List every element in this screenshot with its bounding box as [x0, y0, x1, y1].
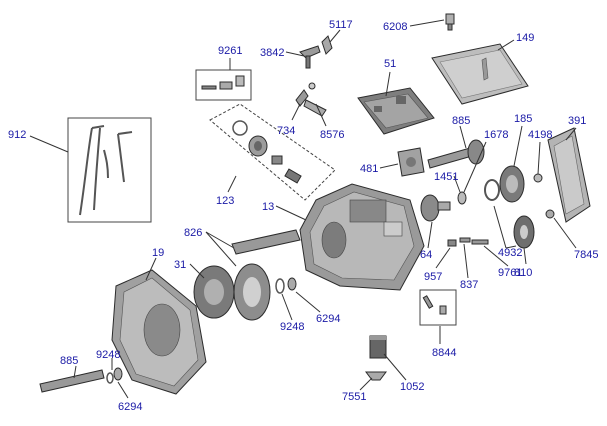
label-31: 31 — [174, 259, 186, 271]
label-734: 734 — [277, 125, 295, 137]
part-9248-washer — [275, 278, 285, 294]
label-123: 123 — [216, 195, 234, 207]
part-7551-cap — [365, 371, 387, 381]
leader-lines — [29, 19, 577, 399]
label-19: 19 — [152, 247, 164, 259]
part-9761-rod — [471, 239, 489, 245]
label-5117: 5117 — [329, 19, 353, 31]
part-6294-washer-lower — [113, 367, 123, 381]
part-837-pin — [459, 237, 471, 243]
part-9261-small-parts — [201, 75, 245, 90]
part-7845-plug — [545, 209, 555, 219]
label-6208: 6208 — [383, 21, 407, 33]
part-6294-washer — [287, 277, 297, 291]
part-ring-gear — [233, 263, 271, 321]
part-8576-pin — [303, 82, 327, 117]
label-9261: 9261 — [218, 45, 242, 57]
part-885-shaft-lower — [39, 369, 105, 393]
label-1678: 1678 — [484, 129, 508, 141]
wire-harness-callout-box — [67, 117, 152, 223]
label-481: 481 — [360, 163, 378, 175]
part-149-cover — [431, 43, 529, 105]
label-9761: 9761 — [498, 267, 522, 279]
part-4198-bolt — [533, 173, 543, 183]
part-6208-fitting — [445, 13, 455, 31]
label-837: 837 — [460, 279, 478, 291]
part-734-spring — [295, 89, 309, 107]
part-5117-bracket — [321, 35, 333, 55]
label-4198: 4198 — [528, 129, 552, 141]
part-481-pump — [397, 147, 425, 177]
label-6294-lower: 6294 — [118, 401, 142, 413]
part-13-main-case — [299, 183, 425, 291]
label-912: 912 — [8, 129, 26, 141]
part-51-valve-body — [357, 87, 435, 135]
part-391-end-cover — [547, 127, 591, 223]
label-9248-upper: 9248 — [280, 321, 304, 333]
label-810: 810 — [514, 267, 532, 279]
label-957: 957 — [424, 271, 442, 283]
label-7551: 7551 — [342, 391, 366, 403]
part-1052-filter — [369, 335, 387, 359]
part-810-gear — [513, 215, 535, 249]
label-4932: 4932 — [498, 247, 522, 259]
label-885-lower: 885 — [60, 355, 78, 367]
wire-harness-illustration — [79, 125, 133, 216]
label-6294-upper: 6294 — [316, 313, 340, 325]
part-1678-ring — [484, 179, 500, 201]
label-1052: 1052 — [400, 381, 424, 393]
part-826-shaft — [231, 229, 301, 255]
part-957-pin — [447, 239, 457, 247]
part-185-gear — [499, 165, 525, 203]
label-8844: 8844 — [432, 347, 456, 359]
part-8844-callout-box — [419, 289, 457, 326]
part-8844-small-parts — [422, 295, 447, 315]
part-19-bell-housing — [111, 269, 207, 395]
part-number-labels: 6208 5117 149 9261 3842 51 734 8576 912 … — [8, 19, 598, 413]
part-885-shaft-upper — [427, 139, 485, 169]
label-391: 391 — [568, 115, 586, 127]
label-7845: 7845 — [574, 249, 598, 261]
label-3842: 3842 — [260, 47, 284, 59]
label-149: 149 — [516, 32, 534, 44]
part-9248-washer-lower — [106, 372, 114, 384]
label-8576: 8576 — [320, 129, 344, 141]
part-64-gear — [420, 194, 451, 222]
label-826: 826 — [184, 227, 202, 239]
part-1451-seal — [457, 191, 467, 205]
label-9248-lower: 9248 — [96, 349, 120, 361]
part-3842-lever — [299, 45, 321, 69]
part-123-dashed-callout — [209, 103, 336, 201]
label-185: 185 — [514, 113, 532, 125]
label-1451: 1451 — [434, 171, 458, 183]
label-51: 51 — [384, 58, 396, 70]
part-31-gear — [193, 265, 235, 319]
label-64: 64 — [420, 249, 432, 261]
part-9261-callout-box — [195, 69, 252, 101]
label-13: 13 — [262, 201, 274, 213]
label-885-upper: 885 — [452, 115, 470, 127]
part-123-components — [232, 120, 302, 184]
